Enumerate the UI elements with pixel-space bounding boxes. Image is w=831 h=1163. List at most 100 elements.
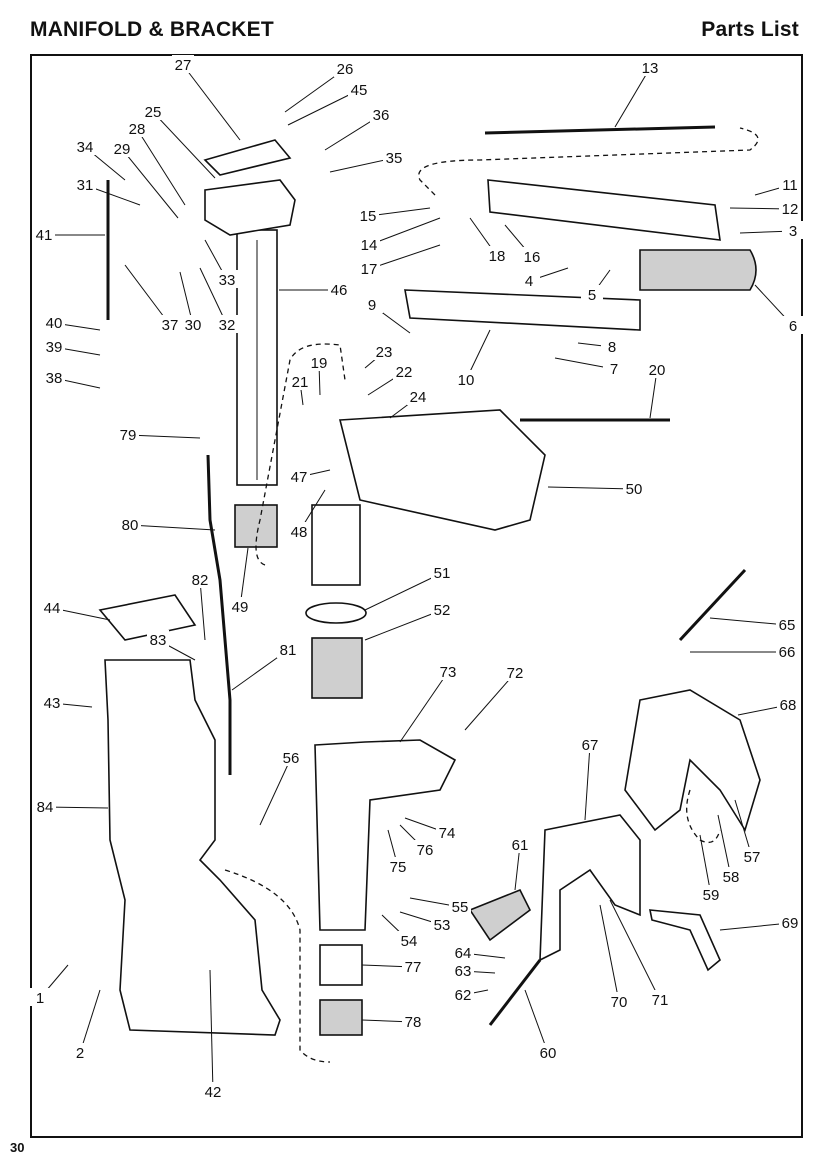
callout-bg-9 <box>361 295 383 313</box>
page-number: 30 <box>10 1140 25 1155</box>
callout-39: 39 <box>46 339 63 356</box>
leader-line-45 <box>287 89 360 126</box>
callout-bg-26 <box>334 59 356 77</box>
callout-46: 46 <box>331 282 348 299</box>
callout-bg-23 <box>373 342 395 360</box>
exhaust-housing-part <box>104 659 281 1036</box>
callout-33: 33 <box>219 272 236 289</box>
leader-line-73 <box>399 671 449 743</box>
callout-bg-54 <box>398 931 420 949</box>
callout-bg-47 <box>288 467 310 485</box>
callout-45: 45 <box>351 82 368 99</box>
clamp-bracket-part <box>539 814 641 962</box>
callout-22: 22 <box>396 364 413 381</box>
leader-line-42 <box>209 969 214 1093</box>
callout-79: 79 <box>120 427 137 444</box>
callout-20: 20 <box>649 362 666 379</box>
callout-14: 14 <box>361 237 378 254</box>
callout-48: 48 <box>291 524 308 541</box>
callout-52: 52 <box>434 602 451 619</box>
sleeve-part <box>311 637 363 699</box>
callout-36: 36 <box>373 107 390 124</box>
callout-34: 34 <box>77 139 94 156</box>
callout-49: 49 <box>232 599 249 616</box>
callout-1: 1 <box>36 990 44 1007</box>
callout-bg-28 <box>126 119 148 137</box>
swivel-bracket-part <box>338 409 546 531</box>
callout-6: 6 <box>789 318 797 335</box>
steering-handle-part <box>404 289 641 331</box>
callout-bg-69 <box>779 913 801 931</box>
leader-line-28 <box>136 128 186 206</box>
callout-8: 8 <box>608 339 616 356</box>
leader-line-82 <box>199 579 206 641</box>
callout-12: 12 <box>782 201 799 218</box>
callout-40: 40 <box>46 315 63 332</box>
callout-53: 53 <box>434 917 451 934</box>
callout-bg-61 <box>509 835 531 853</box>
callout-bg-20 <box>646 360 668 378</box>
callout-35: 35 <box>386 150 403 167</box>
callout-bg-39 <box>43 337 65 355</box>
leader-line-13 <box>614 67 651 128</box>
callout-82: 82 <box>192 572 209 589</box>
callout-61: 61 <box>512 837 529 854</box>
leader-line-2 <box>79 989 101 1054</box>
callout-bg-64 <box>452 943 474 961</box>
callout-83: 83 <box>150 632 167 649</box>
callout-bg-48 <box>288 522 310 540</box>
callout-54: 54 <box>401 933 418 950</box>
callout-bg-68 <box>777 695 799 713</box>
callout-16: 16 <box>524 249 541 266</box>
lower-bushing-part <box>319 999 363 1036</box>
callout-62: 62 <box>455 987 472 1004</box>
callout-bg-82 <box>189 570 211 588</box>
callout-71: 71 <box>652 992 669 1009</box>
leader-line-60 <box>524 989 549 1054</box>
callout-bg-4 <box>518 271 540 289</box>
callout-bg-79 <box>117 425 139 443</box>
callout-bg-3 <box>782 221 804 239</box>
callout-41: 41 <box>36 227 53 244</box>
leader-line-52 <box>364 609 443 641</box>
callout-bg-81 <box>277 640 299 658</box>
callout-24: 24 <box>410 389 427 406</box>
callout-bg-13 <box>639 58 661 76</box>
callout-70: 70 <box>611 994 628 1011</box>
callout-bg-33 <box>216 270 238 288</box>
housing-gasket-part <box>98 594 197 641</box>
callout-25: 25 <box>145 104 162 121</box>
throttle-bracket-part <box>487 179 721 241</box>
callout-80: 80 <box>122 517 139 534</box>
leader-line-67 <box>584 744 591 821</box>
callout-bg-71 <box>649 990 671 1008</box>
callout-84: 84 <box>37 799 54 816</box>
callout-72: 72 <box>507 665 524 682</box>
callout-31: 31 <box>77 177 94 194</box>
callout-32: 32 <box>219 317 236 334</box>
callout-bg-83 <box>147 630 169 648</box>
callout-47: 47 <box>291 469 308 486</box>
section-title: Parts List <box>701 18 799 41</box>
callout-bg-67 <box>579 735 601 753</box>
callout-75: 75 <box>390 859 407 876</box>
swivel-housing-part <box>314 739 457 931</box>
callout-bg-34 <box>74 137 96 155</box>
callout-bg-38 <box>43 368 65 386</box>
callout-30: 30 <box>185 317 202 334</box>
leader-line-71 <box>609 899 661 1001</box>
callout-bg-19 <box>308 353 330 371</box>
callout-bg-44 <box>41 598 63 616</box>
callout-bg-43 <box>41 693 63 711</box>
callout-29: 29 <box>114 141 131 158</box>
callout-bg-27 <box>172 55 194 73</box>
callout-bg-49 <box>229 597 251 615</box>
callout-bg-16 <box>521 247 543 265</box>
callout-bg-36 <box>370 105 392 123</box>
callout-bg-73 <box>437 662 459 680</box>
callout-bg-41 <box>33 225 55 243</box>
callout-50: 50 <box>626 481 643 498</box>
callout-59: 59 <box>703 887 720 904</box>
callout-2: 2 <box>76 1045 84 1062</box>
